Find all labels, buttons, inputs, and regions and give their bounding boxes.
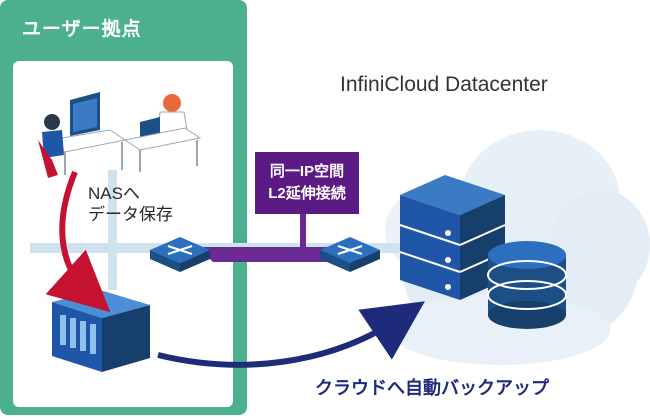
laptop-user-icon: [123, 94, 202, 172]
lan-vertical-line: [108, 170, 117, 290]
network-switch-icon: [320, 237, 380, 272]
network-switch-icon: [150, 237, 210, 272]
l2-extension-label: 同一IP空間 L2延伸接続: [255, 152, 359, 214]
storage-cylinder-icon: [487, 241, 567, 329]
backup-arrow: [157, 301, 425, 368]
l2-label-connector: [300, 214, 306, 247]
datacenter-title: InfiniCloud Datacenter: [340, 73, 548, 96]
nas-icon: [52, 290, 150, 372]
desktop-user-icon: [38, 92, 127, 178]
backup-label: クラウドへ自動バックアップ: [315, 378, 549, 398]
server-rack-icon: [399, 175, 506, 300]
site-title: ユーザー拠点: [22, 19, 142, 40]
l2-tunnel-band: [198, 247, 360, 262]
nas-save-label: NASへ データ保存: [88, 184, 173, 224]
save-arrow: [45, 170, 111, 313]
